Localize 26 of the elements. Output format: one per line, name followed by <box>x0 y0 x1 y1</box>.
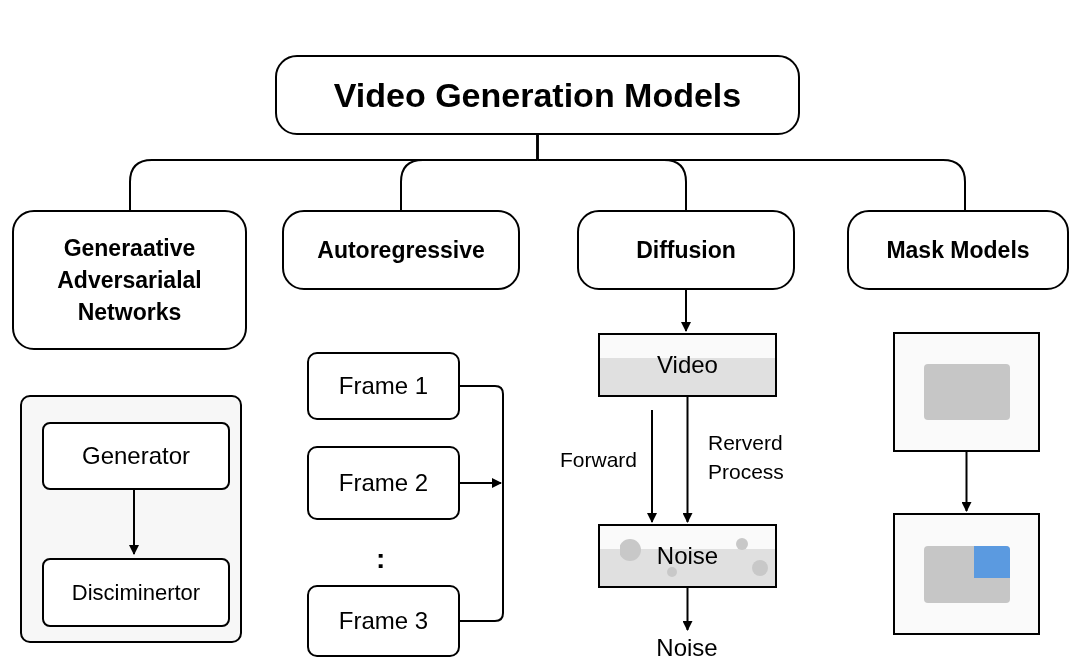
output-text: Noise <box>612 632 762 664</box>
arrow <box>459 478 502 488</box>
arrow <box>682 587 693 631</box>
data-box: Video <box>598 333 777 397</box>
group-box <box>20 395 242 643</box>
ellipsis-label: : <box>376 542 386 576</box>
frame-box: Frame 1 <box>307 352 460 420</box>
arrow <box>682 396 693 523</box>
data-box: Noise <box>598 524 777 588</box>
arrow <box>647 409 657 523</box>
frame-box: Frame 3 <box>307 585 460 657</box>
connector-line <box>536 134 966 211</box>
connector-line <box>459 385 504 622</box>
category-box: Mask Models <box>847 210 1069 290</box>
category-box: Autoregressive <box>282 210 520 290</box>
process-box: Generator <box>42 422 230 490</box>
category-box: Diffusion <box>577 210 795 290</box>
category-box: Generaative Adversarialal Networks <box>12 210 247 350</box>
image-box <box>893 332 1040 452</box>
image-box <box>893 513 1040 635</box>
arrow <box>129 487 139 555</box>
frame-box: Frame 2 <box>307 446 460 520</box>
root-box: Video Generation Models <box>275 55 800 135</box>
process-box: Disciminertor <box>42 558 230 627</box>
arrow <box>961 451 972 512</box>
arrow <box>681 289 691 332</box>
